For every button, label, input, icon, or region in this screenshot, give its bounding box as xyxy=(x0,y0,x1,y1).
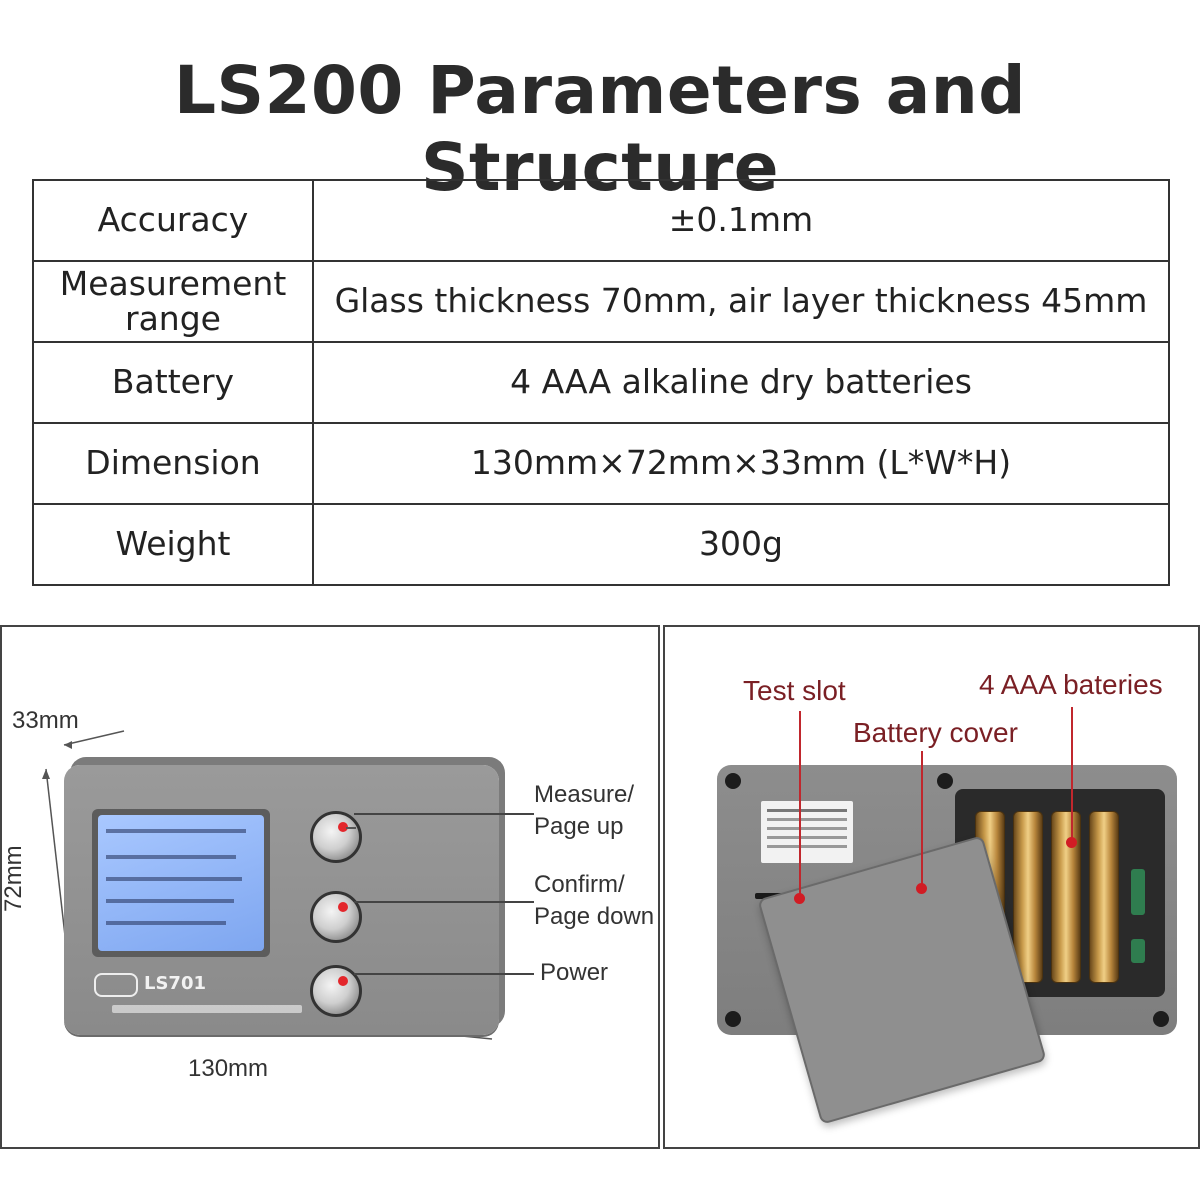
power-label: Power xyxy=(540,959,609,986)
measure-knob xyxy=(310,811,362,863)
batteries-marker xyxy=(1066,837,1077,848)
screw xyxy=(725,1011,741,1027)
back-view-panel: Test slot 4 AAA bateries Battery cover xyxy=(663,625,1200,1149)
confirm-page-down-label: Confirm/ Page down xyxy=(534,871,655,930)
depth-label: 33mm xyxy=(12,707,79,734)
spec-value: Glass thickness 70mm, air layer thicknes… xyxy=(312,260,1170,343)
battery xyxy=(1013,811,1043,983)
table-row: Weight 300g xyxy=(32,503,1170,586)
test-slot-marker xyxy=(794,893,805,904)
spec-label: Weight xyxy=(32,503,314,586)
test-slot-label: Test slot xyxy=(743,675,846,706)
label-sticker xyxy=(761,801,853,863)
battery-cover-label: Battery cover xyxy=(853,717,1018,748)
battery-cover-leader xyxy=(921,751,923,885)
spec-value: 4 AAA alkaline dry batteries xyxy=(312,341,1170,424)
spec-table: Accuracy ±0.1mm Measurement range Glass … xyxy=(32,179,1170,586)
height-label: 72mm xyxy=(0,845,27,912)
spec-label: Accuracy xyxy=(32,179,314,262)
screw xyxy=(937,773,953,789)
battery xyxy=(1089,811,1119,983)
lcd-screen xyxy=(92,809,270,957)
measure-page-up-label: Measure/ Page up xyxy=(534,781,635,840)
front-view-panel: 33mm 72mm 130mm LS701 Measure/ Page up C… xyxy=(0,625,660,1149)
test-slot-leader xyxy=(799,711,801,897)
screw xyxy=(725,773,741,789)
battery-cover-marker xyxy=(916,883,927,894)
batteries-leader xyxy=(1071,707,1073,841)
battery-compartment xyxy=(955,789,1165,997)
device-sublabel-strip xyxy=(112,1005,302,1013)
battery xyxy=(1051,811,1081,983)
batteries-label: 4 AAA bateries xyxy=(979,669,1163,700)
spec-label: Measurement range xyxy=(32,260,314,343)
spec-label: Dimension xyxy=(32,422,314,505)
page-title: LS200 Parameters and Structure xyxy=(174,52,1026,206)
table-row: Measurement range Glass thickness 70mm, … xyxy=(32,260,1170,343)
width-label: 130mm xyxy=(188,1055,269,1082)
confirm-knob xyxy=(310,891,362,943)
table-row: Battery 4 AAA alkaline dry batteries xyxy=(32,341,1170,424)
device-body: LS701 xyxy=(64,765,499,1035)
table-row: Accuracy ±0.1mm xyxy=(32,179,1170,262)
power-knob xyxy=(310,965,362,1017)
spec-value: ±0.1mm xyxy=(312,179,1170,262)
device-logo xyxy=(94,973,138,997)
screw xyxy=(1153,1011,1169,1027)
table-row: Dimension 130mm×72mm×33mm (L*W*H) xyxy=(32,422,1170,505)
device-label: LS701 xyxy=(144,973,207,994)
spec-label: Battery xyxy=(32,341,314,424)
spec-value: 130mm×72mm×33mm (L*W*H) xyxy=(312,422,1170,505)
spec-value: 300g xyxy=(312,503,1170,586)
